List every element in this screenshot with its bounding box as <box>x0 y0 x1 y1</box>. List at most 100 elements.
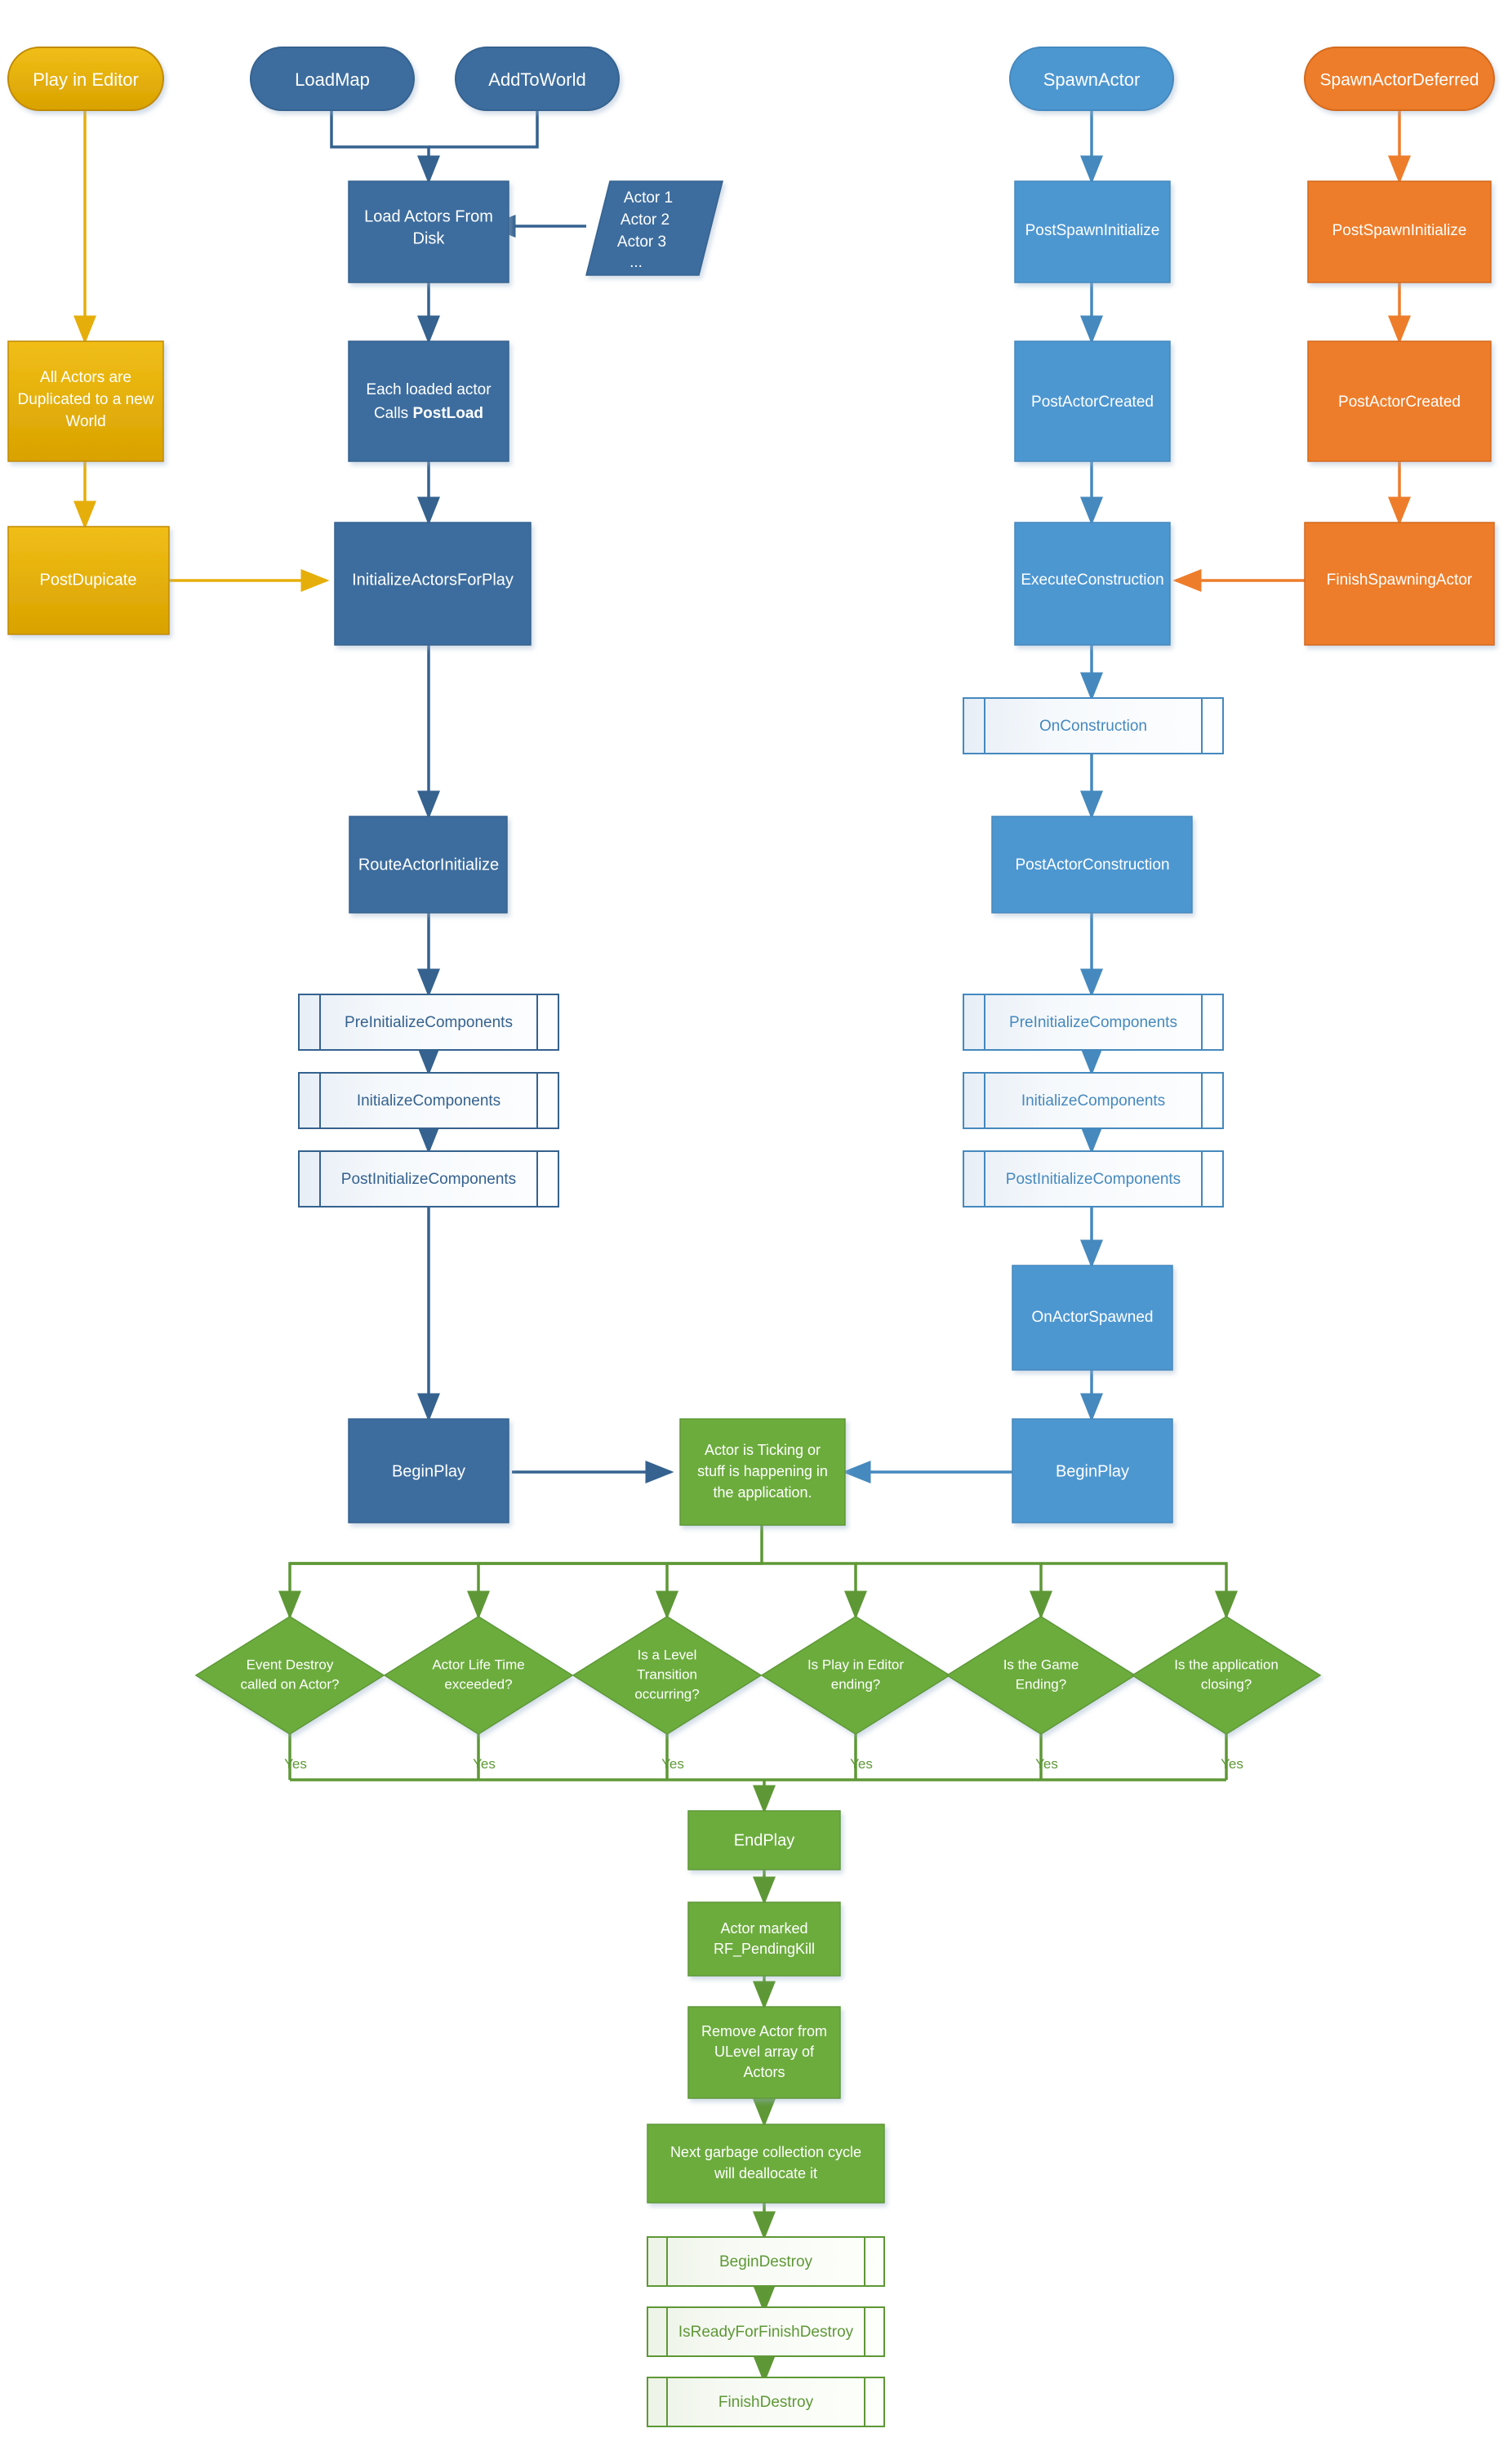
node-route-actor-initialize[interactable]: RouteActorInitialize <box>349 816 508 914</box>
node-initialize-components-left[interactable]: InitializeComponents <box>298 1072 559 1129</box>
node-load-actors-from-disk[interactable]: Load Actors From Disk <box>348 180 509 283</box>
node-label: SpawnActor <box>1043 69 1141 90</box>
node-initialize-components-right[interactable]: InitializeComponents <box>963 1072 1224 1129</box>
yes-label: Yes <box>850 1756 873 1772</box>
node-remove-actor-ulevel[interactable]: Remove Actor from ULevel array of Actors <box>687 2006 841 2099</box>
node-label: BeginDestroy <box>719 2253 813 2271</box>
edge-ticking-d3 <box>478 1562 678 1620</box>
node-post-duplicate[interactable]: PostDupicate <box>7 526 170 635</box>
decision-label-line2: Transition <box>637 1666 697 1682</box>
node-finish-destroy[interactable]: FinishDestroy <box>647 2377 885 2427</box>
decision-play-in-editor-ending[interactable]: Is Play in Editor ending? Yes <box>760 1616 951 1772</box>
node-label: PostSpawnInitialize <box>1025 222 1160 239</box>
node-all-actors-duplicated[interactable]: All Actors are Duplicated to a new World <box>7 340 164 462</box>
node-label-line1: All Actors are <box>40 369 131 386</box>
node-label: PostActorCreated <box>1031 394 1154 411</box>
node-post-spawn-initialize-orange[interactable]: PostSpawnInitialize <box>1307 180 1492 283</box>
node-label-line1: Each loaded actor <box>366 381 492 398</box>
node-load-map[interactable]: LoadMap <box>250 47 415 111</box>
node-on-actor-spawned[interactable]: OnActorSpawned <box>1012 1265 1173 1371</box>
node-post-actor-created-blue[interactable]: PostActorCreated <box>1014 340 1171 462</box>
node-finish-spawning-actor[interactable]: FinishSpawningActor <box>1304 522 1495 646</box>
decision-label-line1: Is the application <box>1174 1657 1279 1672</box>
edge-ticking-d5 <box>856 1562 1052 1620</box>
node-label: ExecuteConstruction <box>1021 572 1163 589</box>
node-actor-ticking[interactable]: Actor is Ticking or stuff is happening i… <box>679 1418 846 1526</box>
decision-application-closing[interactable]: Is the application closing? Yes <box>1131 1616 1322 1772</box>
node-initialize-actors-for-play[interactable]: InitializeActorsForPlay <box>334 522 532 646</box>
node-label-line2: Disk <box>413 229 446 247</box>
node-label-line3: the application. <box>713 1484 812 1501</box>
decision-label-line2: called on Actor? <box>241 1676 340 1692</box>
node-begin-destroy[interactable]: BeginDestroy <box>647 2236 885 2287</box>
node-spawn-actor[interactable]: SpawnActor <box>1009 47 1174 111</box>
node-label: IsReadyForFinishDestroy <box>678 2324 854 2341</box>
edge-ticking-d2 <box>290 1562 490 1620</box>
decision-label-line2: closing? <box>1201 1676 1252 1692</box>
decision-label-line1: Event Destroy <box>247 1657 334 1672</box>
node-begin-play-right[interactable]: BeginPlay <box>1012 1418 1173 1523</box>
node-label: BeginPlay <box>392 1462 465 1480</box>
decision-label-line1: Is a Level <box>638 1647 697 1662</box>
node-garbage-collection[interactable]: Next garbage collection cycle will deall… <box>647 2124 885 2204</box>
node-label: BeginPlay <box>1056 1462 1129 1480</box>
node-label: InitializeComponents <box>357 1092 500 1110</box>
node-on-construction[interactable]: OnConstruction <box>963 697 1224 754</box>
node-each-loaded-actor[interactable]: Each loaded actor Calls PostLoad <box>348 340 509 462</box>
node-label-line1: Next garbage collection cycle <box>670 2144 861 2160</box>
node-label: PreInitializeComponents <box>345 1014 513 1031</box>
node-post-spawn-initialize-blue[interactable]: PostSpawnInitialize <box>1014 180 1171 283</box>
node-post-actor-created-orange[interactable]: PostActorCreated <box>1307 340 1492 462</box>
node-label: PostDupicate <box>40 571 137 589</box>
node-play-in-editor[interactable]: Play in Editor <box>7 47 164 111</box>
node-post-actor-construction[interactable]: PostActorConstruction <box>991 816 1193 914</box>
node-post-initialize-components-right[interactable]: PostInitializeComponents <box>963 1150 1224 1208</box>
yes-label: Yes <box>473 1756 496 1772</box>
node-label: FinishSpawningActor <box>1327 572 1473 589</box>
decision-label-line1: Is Play in Editor <box>807 1657 904 1672</box>
node-actor-marked-pendingkill[interactable]: Actor marked RF_PendingKill <box>687 1901 841 1977</box>
node-spawn-actor-deferred[interactable]: SpawnActorDeferred <box>1304 47 1495 111</box>
node-label: PostInitializeComponents <box>1006 1171 1181 1188</box>
decision-label-line1: Is the Game <box>1003 1657 1079 1672</box>
edge-ticking-d6 <box>1041 1562 1238 1620</box>
node-end-play[interactable]: EndPlay <box>687 1810 841 1870</box>
node-label: EndPlay <box>734 1831 795 1849</box>
node-label-line2: Duplicated to a new <box>18 391 154 408</box>
node-label-line1: Actor is Ticking or <box>705 1442 821 1458</box>
edge-ticking-d1 <box>278 1525 763 1620</box>
node-pre-initialize-components-right[interactable]: PreInitializeComponents <box>963 994 1224 1051</box>
decision-game-ending[interactable]: Is the Game Ending? Yes <box>945 1616 1137 1772</box>
node-execute-construction[interactable]: ExecuteConstruction <box>1014 522 1171 646</box>
node-label-line2: Calls PostLoad <box>374 405 483 422</box>
node-label: LoadMap <box>295 69 370 90</box>
node-label-line3: Actors <box>743 2064 785 2080</box>
node-label-line1: Actor marked <box>720 1920 807 1937</box>
decision-label-line3: occurring? <box>634 1686 699 1701</box>
node-pre-initialize-components-left[interactable]: PreInitializeComponents <box>298 994 559 1051</box>
decision-actor-life-time[interactable]: Actor Life Time exceeded? Yes <box>383 1616 574 1772</box>
node-actor-list[interactable]: Actor 1 Actor 2 Actor 3 ... <box>585 180 723 276</box>
node-post-initialize-components-left[interactable]: PostInitializeComponents <box>298 1150 559 1208</box>
node-label: OnConstruction <box>1039 718 1147 735</box>
decision-event-destroy[interactable]: Event Destroy called on Actor? Yes <box>194 1616 385 1772</box>
actor-list-line3: Actor 3 <box>617 234 666 251</box>
node-label-line2: stuff is happening in <box>697 1463 828 1479</box>
node-label: PostActorCreated <box>1338 394 1461 411</box>
node-label: AddToWorld <box>488 69 585 90</box>
edge-loadmap-loadactors <box>330 110 440 185</box>
node-is-ready-for-finish-destroy[interactable]: IsReadyForFinishDestroy <box>647 2306 885 2357</box>
node-begin-play-left[interactable]: BeginPlay <box>348 1418 509 1523</box>
actor-list-line2: Actor 2 <box>621 211 669 229</box>
decision-level-transition[interactable]: Is a Level Transition occurring? Yes <box>572 1616 763 1772</box>
yes-label: Yes <box>661 1756 684 1772</box>
node-label: PostActorConstruction <box>1015 856 1169 874</box>
yes-label: Yes <box>1035 1756 1058 1772</box>
node-label: FinishDestroy <box>718 2394 814 2411</box>
node-add-to-world[interactable]: AddToWorld <box>455 47 620 111</box>
node-label-line1: Load Actors From <box>364 207 493 225</box>
node-label-line2: RF_PendingKill <box>714 1941 815 1958</box>
decision-label-line2: Ending? <box>1016 1676 1066 1692</box>
actor-list-line1: Actor 1 <box>624 189 673 207</box>
